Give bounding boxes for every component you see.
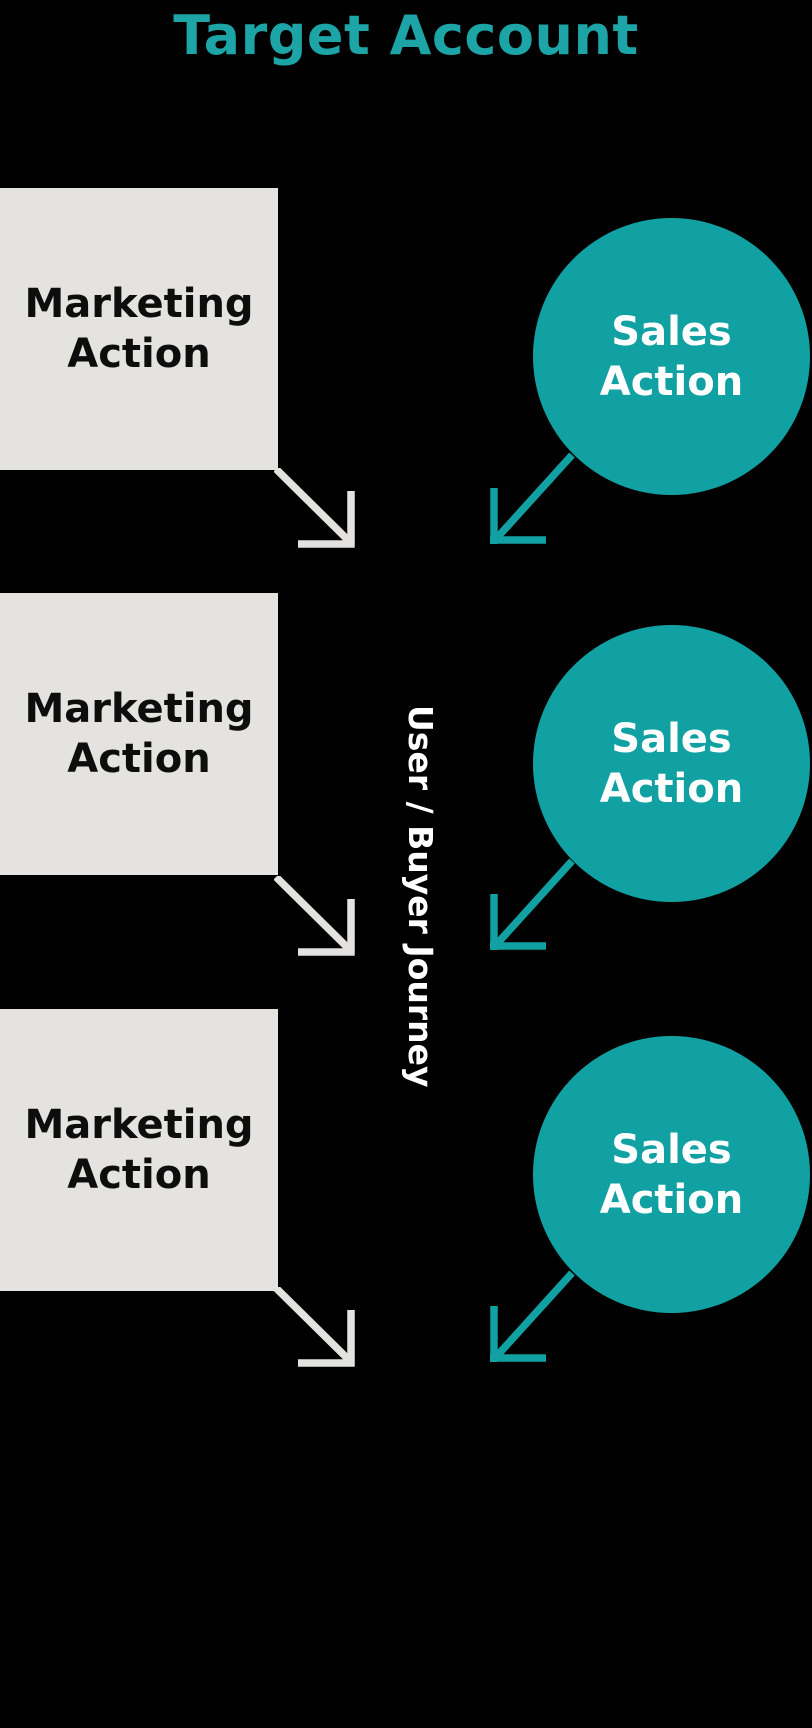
down-right-arrow-icon: [274, 468, 355, 548]
down-left-arrow-icon: [490, 1270, 575, 1362]
sales-action-circle: Sales Action: [533, 1036, 810, 1313]
marketing-action-label: Marketing Action: [24, 1102, 254, 1198]
sales-action-circle: Sales Action: [533, 218, 810, 495]
marketing-action-label: Marketing Action: [24, 686, 254, 782]
marketing-action-box: Marketing Action: [0, 1009, 278, 1291]
marketing-action-box: Marketing Action: [0, 188, 278, 470]
buyer-journey-axis-label: User / Buyer Journey: [401, 704, 440, 1088]
sales-action-circle: Sales Action: [533, 625, 810, 902]
down-right-arrow-icon: [274, 876, 355, 956]
down-left-arrow-icon: [490, 858, 575, 950]
page-title: Target Account: [173, 4, 639, 67]
sales-action-label: Sales Action: [599, 715, 744, 812]
down-left-arrow-icon: [490, 452, 575, 544]
marketing-action-box: Marketing Action: [0, 593, 278, 875]
down-right-arrow-icon: [274, 1287, 355, 1367]
marketing-action-label: Marketing Action: [24, 281, 254, 377]
sales-action-label: Sales Action: [599, 308, 744, 405]
sales-action-label: Sales Action: [599, 1126, 744, 1223]
